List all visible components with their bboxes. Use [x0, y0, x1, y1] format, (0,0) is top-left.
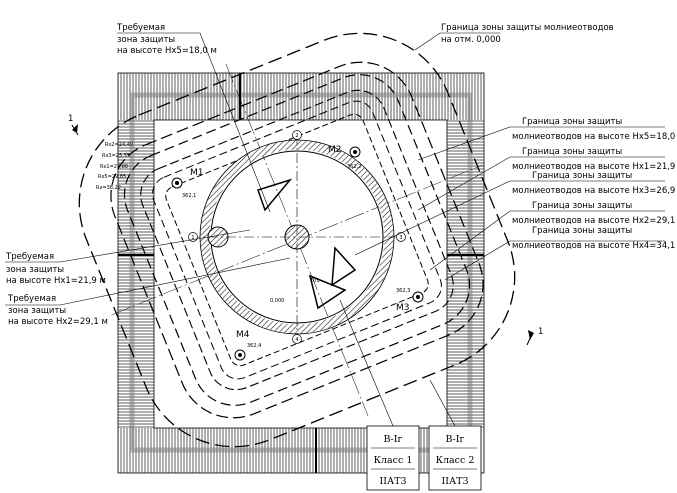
group-label: IIАТ3	[441, 476, 468, 487]
mast-name: M4	[236, 330, 250, 340]
label-line: Требуемая	[5, 252, 54, 262]
mast-m4: M4 362,4	[234, 330, 261, 361]
mast-elevation: 362,1	[182, 193, 196, 199]
protection-zones	[78, 32, 516, 448]
class-label: Класс 2	[436, 455, 475, 466]
label-line: Требуемая	[7, 294, 56, 304]
mast-name: M1	[190, 168, 204, 178]
label-title: Граница зоны защиты	[522, 117, 622, 127]
label-line: Требуемая	[116, 23, 165, 33]
label-sub: молниеотводов на высоте Hx2=29,1 м	[512, 216, 677, 226]
section-label: 1	[68, 114, 73, 124]
label-title: Граница зоны защиты	[522, 147, 622, 157]
section-mark-left: 1	[68, 114, 79, 136]
zone-class: В-Iг	[446, 434, 465, 445]
mast-name: M3	[396, 303, 410, 313]
mast-m2: M2 362,2	[328, 145, 361, 170]
right-labels: Граница зоны защиты молниеотводов на выс…	[512, 117, 677, 251]
label-sub: молниеотводов на высоте Hx5=18,0 м	[512, 132, 677, 142]
label-title: Граница зоны защиты	[532, 226, 632, 236]
axis-3: 3	[399, 235, 402, 241]
axis-2: 2	[295, 133, 298, 139]
level-mark: 0,000	[270, 298, 284, 304]
embankment-frame	[117, 72, 485, 474]
radius-label: Rx1=27,88	[100, 164, 128, 170]
label-sub: молниеотводов на высоте Hx4=34,1 м	[512, 241, 677, 251]
mast-m3: M3 362,3	[396, 288, 424, 313]
building-number: 101	[310, 278, 320, 284]
left-labels: Требуемая зона защиты на высоте Hx1=21,9…	[5, 252, 108, 327]
label-line: на высоте Hx1=21,9 м	[6, 276, 106, 286]
group-label: IIАТ3	[379, 476, 406, 487]
tank	[190, 135, 404, 340]
label-title: Граница зоны защиты	[532, 171, 632, 181]
axis-markers: 1 2 3 4	[188, 130, 406, 344]
mast-name: M2	[328, 145, 342, 155]
label-line: на высоте Hx5=18,0 м	[117, 46, 217, 56]
radius-labels: Rx2=24,40 Rx3=25,55 Rx1=27,88 Rx5=29,85 …	[96, 142, 133, 191]
label-required-hx5: Требуемая зона защиты на высоте Hx5=18,0…	[116, 23, 217, 56]
label-ground-boundary: Граница зоны защиты молниеотводов на отм…	[441, 23, 614, 45]
class-label: Класс 1	[374, 455, 413, 466]
radius-label: Rx3=25,55	[102, 153, 130, 159]
label-line: зона защиты	[6, 265, 64, 275]
mast-elevation: 362,3	[396, 288, 410, 294]
section-mark-right: 1	[526, 327, 543, 346]
zone-class: В-Iг	[384, 434, 403, 445]
section-label: 1	[538, 327, 543, 337]
class-box-1: В-Iг Класс 1 IIАТ3	[366, 425, 420, 491]
axis-1: 1	[191, 235, 194, 241]
mast-elevation: 362,4	[247, 343, 261, 349]
label-line: зона защиты	[117, 35, 175, 45]
mast-elevation: 362,2	[347, 164, 361, 170]
label-line: Граница зоны защиты молниеотводов	[441, 23, 614, 33]
class-box-2: В-Iг Класс 2 IIАТ3	[428, 425, 482, 491]
radius-label: Rx5=29,85	[98, 174, 126, 180]
label-sub: молниеотводов на высоте Hx1=21,9 м	[512, 162, 677, 172]
label-title: Граница зоны защиты	[532, 201, 632, 211]
radius-label: Rx=38,22	[96, 185, 121, 191]
axis-4: 4	[295, 337, 298, 343]
radius-label: Rx2=24,40	[105, 142, 133, 148]
label-line: на отм. 0,000	[441, 35, 501, 45]
label-sub: молниеотводов на высоте Hx3=26,9 м	[512, 186, 677, 196]
label-line: на высоте Hx2=29,1 м	[8, 317, 108, 327]
leader-lines	[5, 32, 665, 427]
label-line: зона защиты	[8, 306, 66, 316]
mast-m1: M1 362,1	[171, 168, 204, 199]
